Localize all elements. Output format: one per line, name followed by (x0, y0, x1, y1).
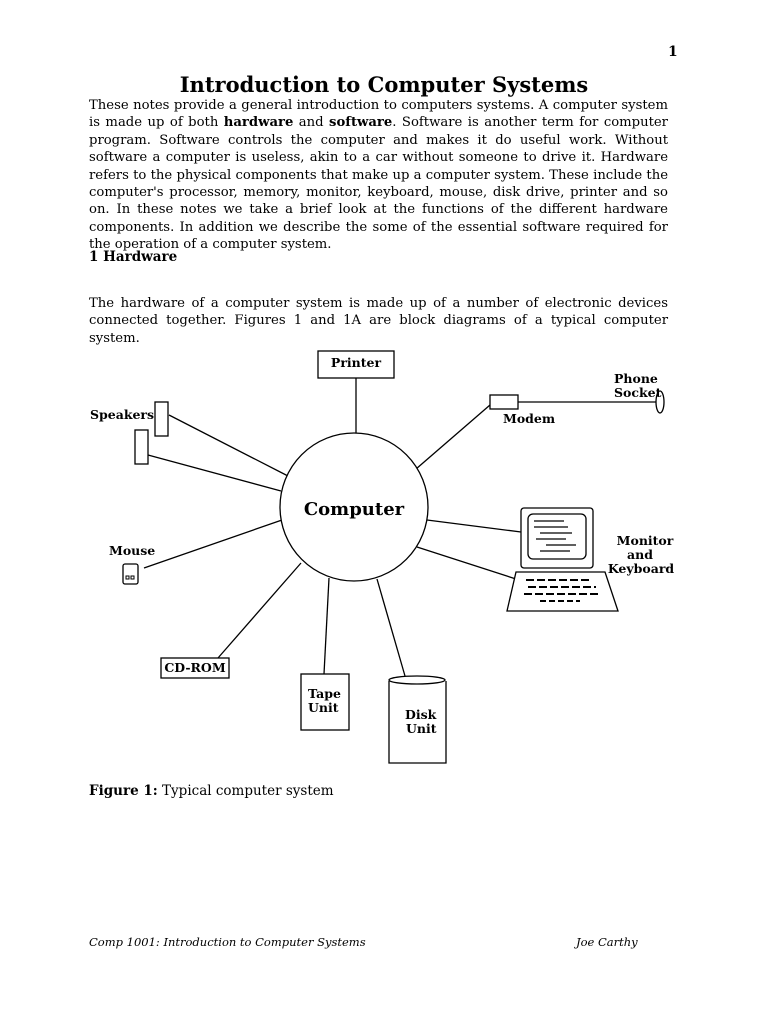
monitor-label-line3: Keyboard (608, 561, 675, 576)
speaker-right (155, 402, 168, 436)
mouse-icon (123, 564, 138, 584)
tape-unit-label-line1: Tape (308, 686, 341, 701)
figure-caption-text: Typical computer system (158, 783, 334, 799)
tape-unit-label-line2: Unit (308, 700, 339, 715)
computer-label: Computer (304, 499, 405, 520)
footer-course: Comp 1001: Introduction to Computer Syst… (89, 935, 366, 949)
monitor-keyboard-icon (507, 508, 618, 611)
figure-caption: Figure 1: Typical computer system (89, 783, 334, 799)
printer-label: Printer (331, 355, 382, 370)
modem-label: Modem (503, 411, 555, 426)
phone-socket-label-line2: Socket (614, 385, 662, 400)
mouse-label: Mouse (109, 543, 155, 558)
disk-unit-label-line2: Unit (406, 721, 437, 736)
disk-unit-label-line1: Disk (405, 707, 437, 722)
modem-box (490, 395, 518, 409)
footer-author: Joe Carthy (576, 935, 638, 949)
monitor-label-line2: and (627, 547, 653, 562)
phone-socket-label-line1: Phone (614, 371, 658, 386)
cdrom-label: CD-ROM (164, 660, 225, 675)
figure-caption-label: Figure 1: (89, 783, 158, 799)
speaker-left (135, 430, 148, 464)
monitor-label-line1: Monitor (617, 533, 674, 548)
speakers-label: Speakers (90, 407, 154, 422)
